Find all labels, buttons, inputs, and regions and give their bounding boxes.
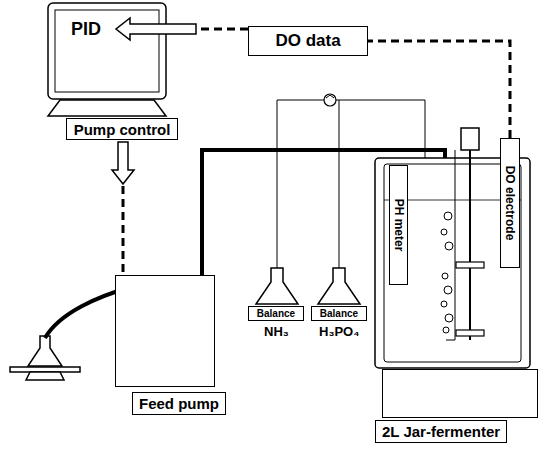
impeller — [456, 262, 484, 268]
probe-label: PH meter — [392, 199, 406, 252]
connector — [112, 142, 134, 275]
node-label: PID — [71, 19, 101, 40]
bubble — [441, 229, 447, 235]
dosing-pump-arrow — [326, 95, 334, 98]
probe-label: DO electrode — [503, 166, 517, 241]
dosing-pump — [324, 94, 336, 106]
screen — [55, 10, 159, 92]
pid-label: PID — [58, 14, 114, 44]
feed-pump: Feed pump — [115, 275, 215, 387]
bubble — [445, 314, 453, 322]
node-caption: 2L Jar-fermenter — [375, 420, 507, 443]
h3po4-flask — [318, 268, 360, 304]
node-label: Balance — [257, 308, 295, 319]
pump-control-box: Pump control — [66, 118, 178, 140]
bubble — [444, 212, 452, 220]
impeller — [456, 330, 484, 336]
balance-box: Balance — [311, 306, 367, 321]
node-label: Pump control — [74, 121, 171, 138]
motor — [461, 128, 479, 150]
bubble — [443, 327, 449, 333]
node-label: Balance — [320, 308, 358, 319]
do-electrode-probe: DO electrode — [500, 138, 520, 268]
bubble — [442, 273, 448, 279]
do-data-box: DO data — [248, 26, 368, 56]
balance-box: Balance — [248, 306, 304, 321]
bubble — [445, 242, 453, 250]
feed-flask — [28, 336, 62, 366]
connector — [368, 41, 510, 138]
bubble — [441, 301, 447, 307]
signal-line — [368, 41, 510, 138]
reagent-label: NH₃ — [264, 324, 289, 339]
signal-line — [122, 186, 125, 275]
nh3-flask — [256, 268, 298, 304]
node-caption: Feed pump — [132, 392, 226, 415]
keyboard — [48, 100, 166, 116]
monitor — [48, 3, 166, 99]
sparger — [446, 150, 455, 340]
node-label: DO data — [275, 31, 340, 51]
bubbles — [441, 212, 453, 333]
reagent-label: H₃PO₄ — [319, 324, 359, 339]
ph-meter-probe: PH meter — [389, 165, 408, 285]
feed-balance-base — [26, 372, 64, 380]
connector — [116, 18, 248, 40]
hollow-arrow — [112, 142, 134, 184]
stirrer-shaft — [469, 150, 471, 340]
hollow-arrow — [116, 18, 196, 40]
fermenter-base: 2L Jar-fermenter — [382, 369, 538, 418]
bubble — [444, 286, 452, 294]
